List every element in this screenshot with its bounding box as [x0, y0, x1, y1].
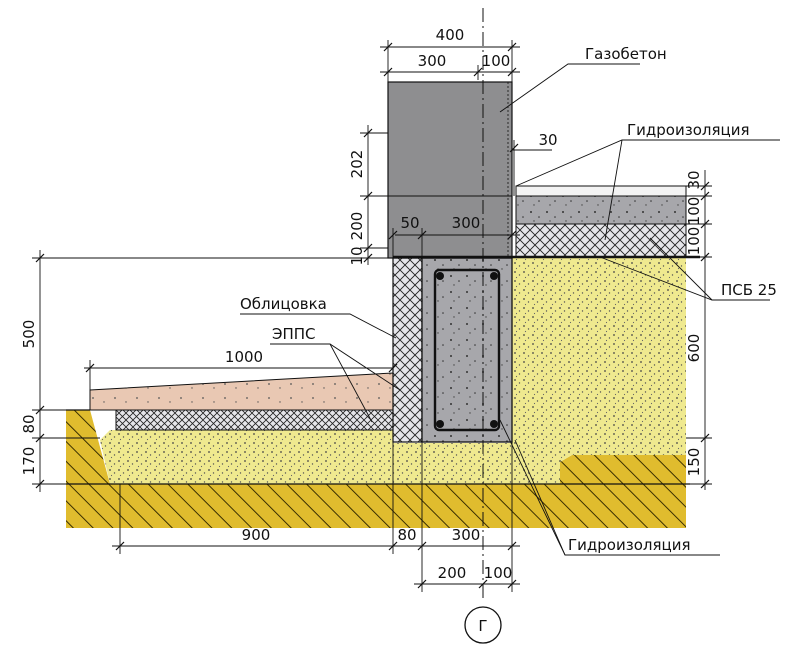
tick	[85, 363, 95, 373]
tick	[417, 230, 427, 240]
rebar-bar	[436, 272, 444, 280]
tick	[363, 243, 373, 253]
dim-b-100: 100	[484, 564, 513, 582]
dim-10: 10	[348, 246, 366, 265]
soil-right	[560, 455, 686, 484]
tick	[700, 181, 710, 191]
label-gazobeton: Газобетон	[585, 45, 667, 63]
leader-psb-2	[649, 237, 713, 301]
tick	[507, 230, 517, 240]
tick	[700, 433, 710, 443]
axis-marker	[464, 606, 502, 644]
leader-epps-2	[329, 343, 373, 423]
tick	[35, 479, 45, 489]
dim-100: 100	[482, 52, 511, 70]
dim-30: 30	[538, 131, 557, 149]
dim-r-150: 150	[685, 448, 703, 477]
dim-r-600: 600	[685, 334, 703, 363]
dim-l-80: 80	[20, 414, 38, 433]
label-epps: ЭППС	[272, 325, 316, 343]
tick	[700, 479, 710, 489]
tick	[507, 541, 517, 551]
label-gidro-bottom: Гидроизоляция	[568, 536, 690, 554]
dim-l-500: 500	[20, 320, 38, 349]
tick	[35, 405, 45, 415]
dim-300: 300	[418, 52, 447, 70]
tick	[383, 67, 393, 77]
dim-r-30: 30	[685, 170, 703, 189]
axis-label: Г	[478, 617, 487, 635]
dim-b-300: 300	[452, 526, 481, 544]
tick	[363, 128, 373, 138]
tick	[388, 541, 398, 551]
tick	[700, 252, 710, 262]
epps-layer	[115, 409, 394, 431]
label-oblicovka: Облицовка	[240, 295, 327, 313]
label-gidro-top: Гидроизоляция	[627, 121, 749, 139]
leader-gidro-top-2	[604, 139, 623, 241]
tick	[388, 230, 398, 240]
tick	[115, 541, 125, 551]
tick	[417, 541, 427, 551]
tick	[507, 67, 517, 77]
tick	[478, 579, 488, 589]
floor-finish	[515, 185, 687, 197]
tick	[473, 67, 483, 77]
soil-base	[66, 484, 686, 528]
soil-left	[66, 410, 110, 484]
tick	[507, 579, 517, 589]
dim-l-170: 170	[20, 447, 38, 476]
facing-insulation	[392, 257, 423, 443]
tick	[388, 363, 398, 373]
dim-r-100b: 100	[685, 227, 703, 256]
rebar-cage	[433, 268, 501, 432]
sand-right	[512, 257, 686, 484]
label-psb: ПСБ 25	[721, 281, 777, 299]
tick	[35, 253, 45, 263]
leader-gazobeton	[499, 63, 640, 113]
dim-b-900: 900	[242, 526, 271, 544]
tick	[35, 433, 45, 443]
dim-b-200: 200	[438, 564, 467, 582]
dim-202: 202	[348, 150, 366, 179]
tick	[417, 579, 427, 589]
rebar-bar	[490, 420, 498, 428]
tick	[700, 219, 710, 229]
dim-400: 400	[436, 26, 465, 44]
tick	[700, 191, 710, 201]
leader-gidro-bottom-2	[514, 439, 566, 556]
sand-left	[100, 430, 393, 484]
dim-300-mid: 300	[452, 214, 481, 232]
dim-r-100a: 100	[685, 197, 703, 226]
tick	[507, 42, 517, 52]
leader-oblicovka	[240, 313, 397, 339]
sand-under-footing	[393, 443, 513, 484]
dim-200: 200	[348, 212, 366, 241]
rebar-bar	[490, 272, 498, 280]
dim-1000: 1000	[225, 348, 263, 366]
dim-50: 50	[400, 214, 419, 232]
floor-screed	[515, 195, 687, 225]
tick	[383, 42, 393, 52]
blind-area-slab	[89, 372, 394, 411]
rebar-bar	[436, 420, 444, 428]
dim-b-80: 80	[397, 526, 416, 544]
tick	[363, 191, 373, 201]
psb-insulation	[515, 223, 687, 258]
